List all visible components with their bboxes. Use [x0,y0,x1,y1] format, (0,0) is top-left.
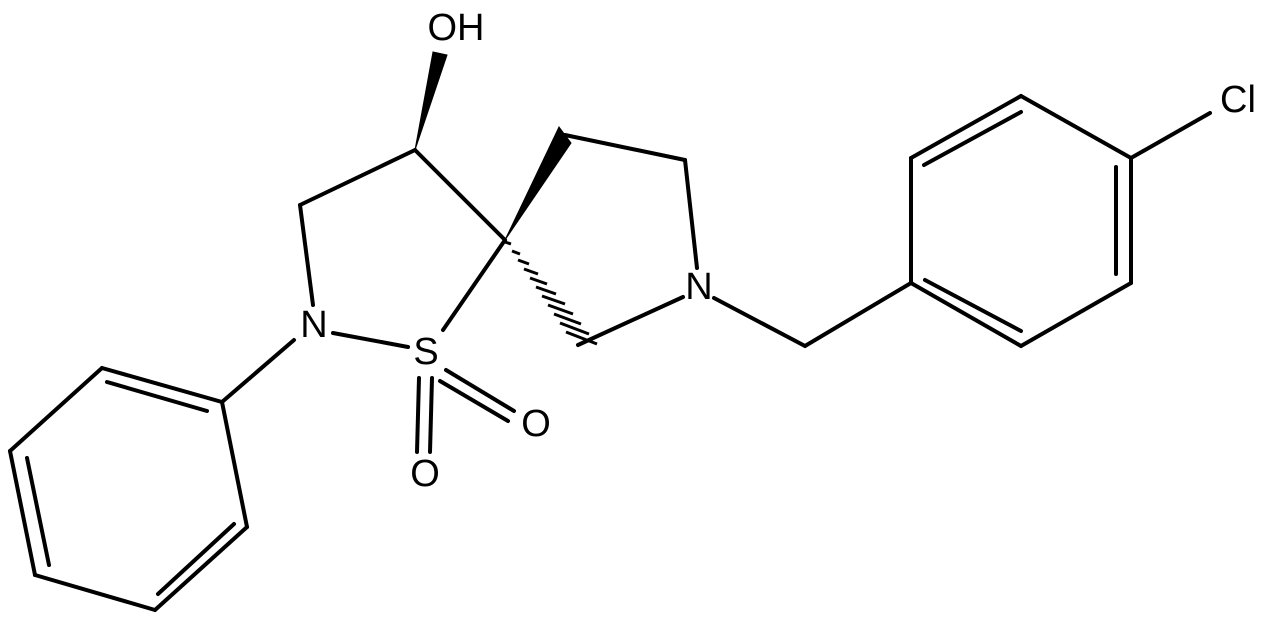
bond-ch2b-n [683,158,699,270]
bond-s-o-right-b [438,379,510,423]
isothiazolidine-ring [298,148,507,349]
bond-cspiro-chydroxy [413,148,507,242]
sulfonamide-nitrogen-label: N [300,304,327,346]
bond-n-phenyl [220,338,296,404]
bond-n-s [331,331,410,349]
bond-n-benzyl-ch2 [712,296,807,348]
bond-s-o-bottom-a [415,376,421,454]
oxo-oxygen-right-label: O [521,403,551,445]
chlorine-label: Cl [1220,79,1256,121]
bond-ch2-aryl [803,281,913,348]
bond-s-o-bottom-b [428,376,434,454]
wedge-bond-spiro-to-ch2 [504,126,572,241]
bond-ch2-n [298,203,315,307]
bond-n-ch2c [576,295,685,347]
hashed-bond-spiro-to-ch2 [504,240,598,346]
chlorophenyl-ring [909,94,1133,348]
pyrrolidine-ring [563,133,699,347]
hydroxyl-label: OH [428,7,485,49]
bond-ch2a-ch2b [563,133,687,162]
sulfur-label: S [413,331,438,373]
sulfonyl-double-bonds [415,368,516,454]
oxo-oxygen-bottom-label: O [410,453,440,495]
bond-aryl-chlorine [1129,111,1212,160]
pyrrolidine-nitrogen-label: N [685,266,712,308]
bond-chydroxy-ch2 [298,148,417,207]
phenyl-ring [8,366,249,612]
wedge-bond-carbon-to-hydroxyl [414,51,448,151]
bond-s-cspiro [441,238,507,332]
bond-s-o-right-a [444,368,516,413]
